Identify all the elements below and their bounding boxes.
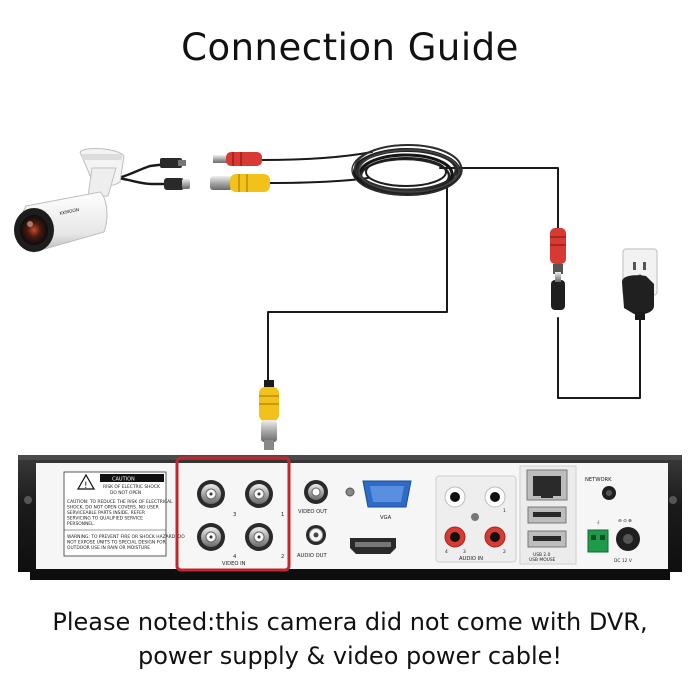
caution-heading: CAUTION [112, 477, 135, 483]
red-power-plug-icon [226, 152, 262, 166]
camera-connectors [160, 158, 190, 190]
vga-label: VGA [380, 515, 392, 521]
yellow-bnc-plug-icon [230, 174, 270, 192]
camera-bnc-female-icon [164, 178, 184, 190]
power-section: NETWORK ⏚ ⊖ ⊙ ⊕ DC 12 V [585, 477, 640, 564]
channel-number-4: 4 [233, 554, 237, 560]
caution-line-4: PERSONNEL. [67, 521, 95, 527]
bnc-port-4 [197, 523, 225, 551]
network-label: NETWORK [585, 477, 612, 483]
adapter-cable [557, 317, 641, 399]
camera-power-jack-icon [160, 158, 182, 168]
dc-label: DC 12 V [614, 558, 632, 564]
video-in-label: VIDEO IN [222, 561, 246, 567]
audio-out-port: AUDIO OUT [297, 525, 327, 559]
caution-line-0: CAUTION: TO REDUCE THE RISK OF ELECTRICA… [67, 499, 173, 505]
usb-label-2: USB MOUSE [529, 557, 556, 563]
camera-pigtail [116, 161, 177, 180]
ground-screw-icon [345, 487, 355, 497]
dvr-rear-panel: ! CAUTION RISK OF ELECTRIC SHOCK DO NOT … [18, 455, 682, 580]
audio-in-port-4-top [444, 486, 466, 508]
power-cable [439, 167, 559, 233]
audio-in-port-1-top [484, 486, 506, 508]
channel-number-1: 1 [281, 512, 284, 518]
audio-in-number-2: 2 [503, 549, 506, 555]
video-in-bnc-group: 3 1 4 2 VIDEO IN [197, 480, 284, 567]
audio-in-number-1: 1 [503, 508, 506, 514]
bnc-port-3 [197, 480, 225, 508]
svg-text:⊖ ⊙ ⊕: ⊖ ⊙ ⊕ [618, 519, 632, 524]
audio-out-label: AUDIO OUT [297, 553, 327, 559]
green-terminal-block-icon [587, 529, 609, 553]
warning-line-2: OUTDOOR USE IN RAIN OR MOISTURE [67, 545, 150, 551]
power-adapter [622, 248, 658, 320]
camera-brand-text: KKMOON [59, 207, 80, 217]
adapter-brick-icon [622, 275, 654, 315]
warning-triangle-icon [76, 473, 96, 490]
audio-in-number-3: 3 [463, 549, 466, 555]
caution-sub-1: RISK OF ELECTRIC SHOCK [103, 484, 160, 490]
caution-sub-2: DO NOT OPEN [110, 490, 141, 496]
video-bnc-connector [259, 380, 279, 450]
audio-in-group: 4 1 3 2 AUDIO IN [435, 475, 517, 563]
black-dc-male-icon [551, 280, 565, 310]
video-in-highlight-box [175, 456, 291, 572]
caution-line-3: SERVICING TO QUALIFIED SERVICE [67, 516, 143, 522]
svg-text:!: ! [84, 481, 88, 491]
video-cable [267, 184, 448, 383]
caution-line-2: SERVICEABLE PARTS INSIDE. REFER [67, 510, 145, 516]
caution-label: ! CAUTION RISK OF ELECTRIC SHOCK DO NOT … [63, 471, 185, 557]
audio-in-number-4: 4 [445, 549, 448, 555]
bnc-port-1 [245, 480, 273, 508]
warning-line-1: NOT EXPOSE UNITS TO SPECIAL DESIGN FOR [67, 540, 166, 546]
disclaimer-line-1: Please noted:this camera did not come wi… [52, 608, 648, 636]
warning-line-0: WARNING: TO PREVENT FIRE OR SHOCK HAZARD… [67, 534, 185, 540]
audio-in-port-3-bottom [444, 526, 466, 548]
diagram-title: Connection Guide [181, 26, 519, 69]
video-out-label: VIDEO OUT [298, 509, 328, 515]
network-usb-group: USB 2.0 USB MOUSE [519, 465, 577, 565]
video-out-port: VIDEO OUT [298, 480, 328, 515]
camera-pigtail-lower [116, 176, 170, 186]
power-line-connectors [550, 228, 566, 310]
bullet-camera: KKMOON [14, 148, 125, 253]
cable-coil [351, 144, 463, 196]
cable-end-connectors [210, 152, 270, 192]
audio-in-label: AUDIO IN [459, 556, 483, 562]
channel-number-3: 3 [233, 512, 236, 518]
bnc-port-2 [245, 523, 273, 551]
caution-line-1: SHOCK, DO NOT OPEN COVERS. NO USER [67, 505, 159, 511]
svg-text:⏚: ⏚ [596, 520, 600, 526]
audio-in-port-2-bottom [484, 526, 506, 548]
vga-port: VGA [362, 480, 412, 521]
channel-number-2: 2 [281, 554, 284, 560]
hdmi-port [350, 538, 396, 554]
usb-label-1: USB 2.0 [533, 552, 551, 558]
disclaimer-note: Please noted:this camera did not come wi… [0, 605, 700, 673]
disclaimer-line-2: power supply & video power cable! [137, 642, 563, 670]
